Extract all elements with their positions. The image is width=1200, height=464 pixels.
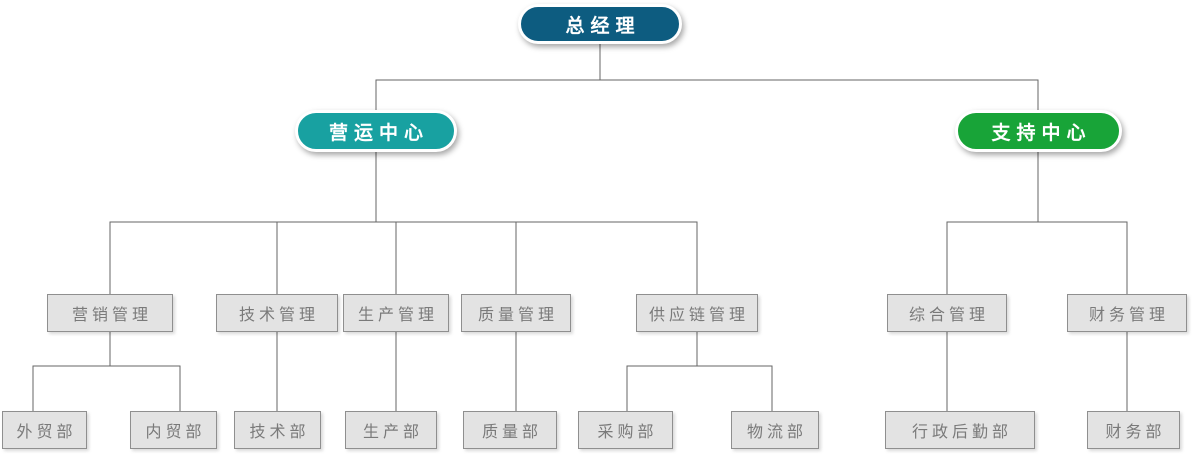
node-domestic-trade-dept[interactable]: 内贸部	[130, 411, 217, 449]
node-production-dept[interactable]: 生产部	[345, 411, 437, 449]
node-foreign-trade-dept[interactable]: 外贸部	[2, 411, 87, 449]
connector-path	[32, 44, 1128, 411]
node-quality-dept[interactable]: 质量部	[463, 411, 557, 449]
node-logistics-dept[interactable]: 物流部	[731, 411, 819, 449]
node-support-center[interactable]: 支持中心	[955, 110, 1122, 152]
node-marketing-management[interactable]: 营销管理	[47, 294, 173, 332]
node-technology-dept[interactable]: 技术部	[234, 411, 321, 449]
node-general-manager[interactable]: 总经理	[518, 4, 682, 44]
node-admin-logistics-dept[interactable]: 行政后勤部	[885, 411, 1035, 449]
node-production-management[interactable]: 生产管理	[343, 294, 449, 332]
node-technology-management[interactable]: 技术管理	[216, 294, 338, 332]
node-operations-center[interactable]: 营运中心	[295, 110, 457, 152]
node-finance-management[interactable]: 财务管理	[1067, 294, 1187, 332]
node-supply-chain-management[interactable]: 供应链管理	[636, 294, 758, 332]
node-quality-management[interactable]: 质量管理	[461, 294, 571, 332]
node-finance-dept[interactable]: 财务部	[1087, 411, 1180, 449]
node-purchasing-dept[interactable]: 采购部	[578, 411, 673, 449]
node-general-administration[interactable]: 综合管理	[887, 294, 1007, 332]
